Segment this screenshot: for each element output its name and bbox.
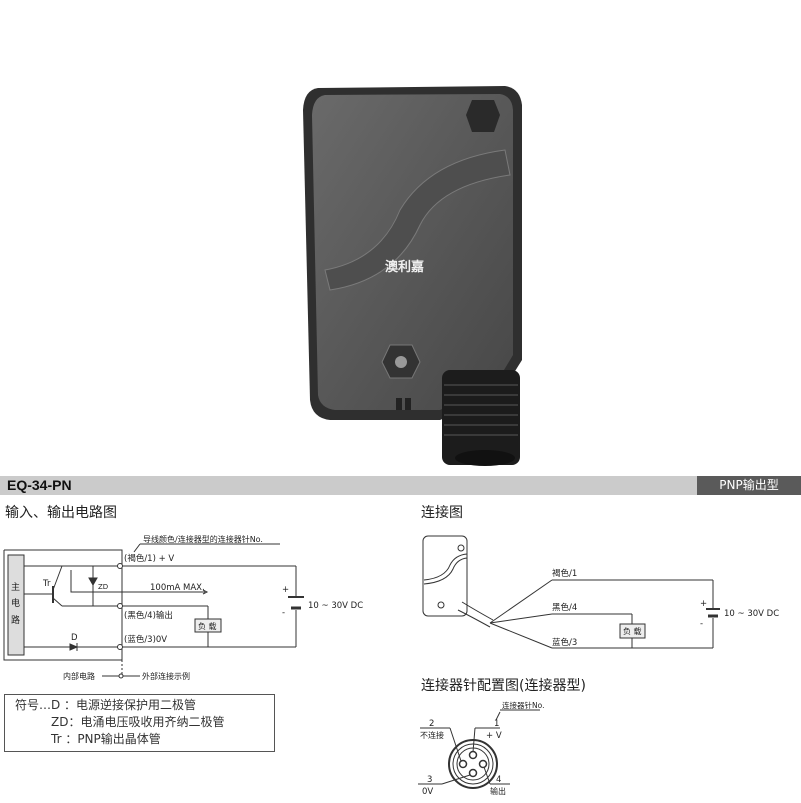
main-circuit-label: 主	[11, 581, 20, 593]
main-circuit-label: 路	[11, 614, 20, 626]
section-header-bar	[0, 476, 801, 495]
external-connection-label: 外部连接示例	[142, 671, 190, 680]
diode-label: D	[71, 633, 78, 643]
pin-3	[468, 768, 478, 778]
pin2-label: 不连接	[420, 730, 444, 740]
terminal-pos-label: (褐色/1) + V	[124, 553, 174, 564]
supply-voltage-label: 10 ~ 30V DC	[724, 609, 779, 619]
terminal-output-label: (黑色/4)输出	[124, 610, 173, 621]
pin-number-note: 连接器针No.	[502, 700, 544, 710]
minus-sign: -	[282, 608, 285, 618]
current-max-label: 100mA MAX.	[150, 583, 205, 593]
pin-4	[478, 759, 488, 769]
connection-diagram-title: 连接图	[421, 505, 463, 521]
pin2-number: 2	[429, 719, 434, 729]
supply-voltage-label: 10 ~ 30V DC	[308, 601, 363, 611]
pin4-number: 4	[496, 775, 501, 785]
watermark-text: 澳利嘉	[385, 259, 424, 275]
model-title: EQ-34-PN	[7, 477, 72, 493]
io-circuit-diagram: 导线颜色/连接器型的连接器针No. 主 电 路 (褐色/1) + V (黑色/4…	[3, 534, 363, 680]
wire-note: 导线颜色/连接器型的连接器针No.	[143, 534, 263, 544]
wire-brown-label: 褐色/1	[552, 568, 577, 579]
pin3-number: 3	[427, 775, 432, 785]
legend-transistor: Tr ：PNP输出晶体管	[51, 732, 161, 746]
pin4-label: 输出	[490, 786, 506, 796]
transistor-label: Tr	[42, 579, 51, 589]
pin1-label: + V	[486, 731, 502, 741]
legend-zener: ZD：电涌电压吸收用齐纳二极管	[51, 715, 225, 729]
pin1-number: 1	[494, 719, 499, 729]
pin-2	[458, 759, 468, 769]
zener-label: ZD	[98, 583, 108, 591]
output-type-badge: PNP输出型	[697, 476, 801, 495]
pin3-label: 0V	[422, 787, 433, 797]
legend-diode: 符号…D ：电源逆接保护用二极管	[15, 698, 197, 712]
connection-diagram: 褐色/1 黑色/4 蓝色/3 负 载 10 ~ 30V DC + -	[422, 535, 779, 649]
load-box	[619, 623, 646, 639]
symbol-legend-box: 符号…D ：电源逆接保护用二极管 ZD：电涌电压吸收用齐纳二极管 Tr ：PNP…	[4, 694, 275, 752]
plus-sign: +	[282, 585, 289, 595]
load-box	[194, 618, 222, 633]
circuit-diagram-title: 输入、输出电路图	[5, 505, 117, 521]
terminal-0v-label: (蓝色/3)0V	[124, 634, 167, 645]
load-label: 负 载	[623, 626, 642, 636]
wire-black-label: 黑色/4	[552, 602, 577, 613]
sensor-outline-icon	[422, 535, 494, 628]
pinout-diagram-title: 连接器针配置图(连接器型)	[421, 678, 586, 694]
product-photo: 澳利嘉	[303, 86, 522, 466]
main-circuit-label: 电	[11, 597, 20, 609]
internal-circuit-label: 内部电路	[63, 671, 95, 680]
sensor-body	[303, 86, 522, 420]
connector-pinout-diagram: 连接器针No. 1 + V 2 不连接 3 0V 4 输出	[418, 700, 544, 797]
load-label: 负 载	[198, 621, 217, 631]
plus-sign: +	[700, 599, 707, 609]
m12-connector	[442, 370, 520, 466]
pin-1	[468, 750, 478, 760]
minus-sign: -	[700, 619, 703, 629]
wire-blue-label: 蓝色/3	[552, 637, 577, 648]
